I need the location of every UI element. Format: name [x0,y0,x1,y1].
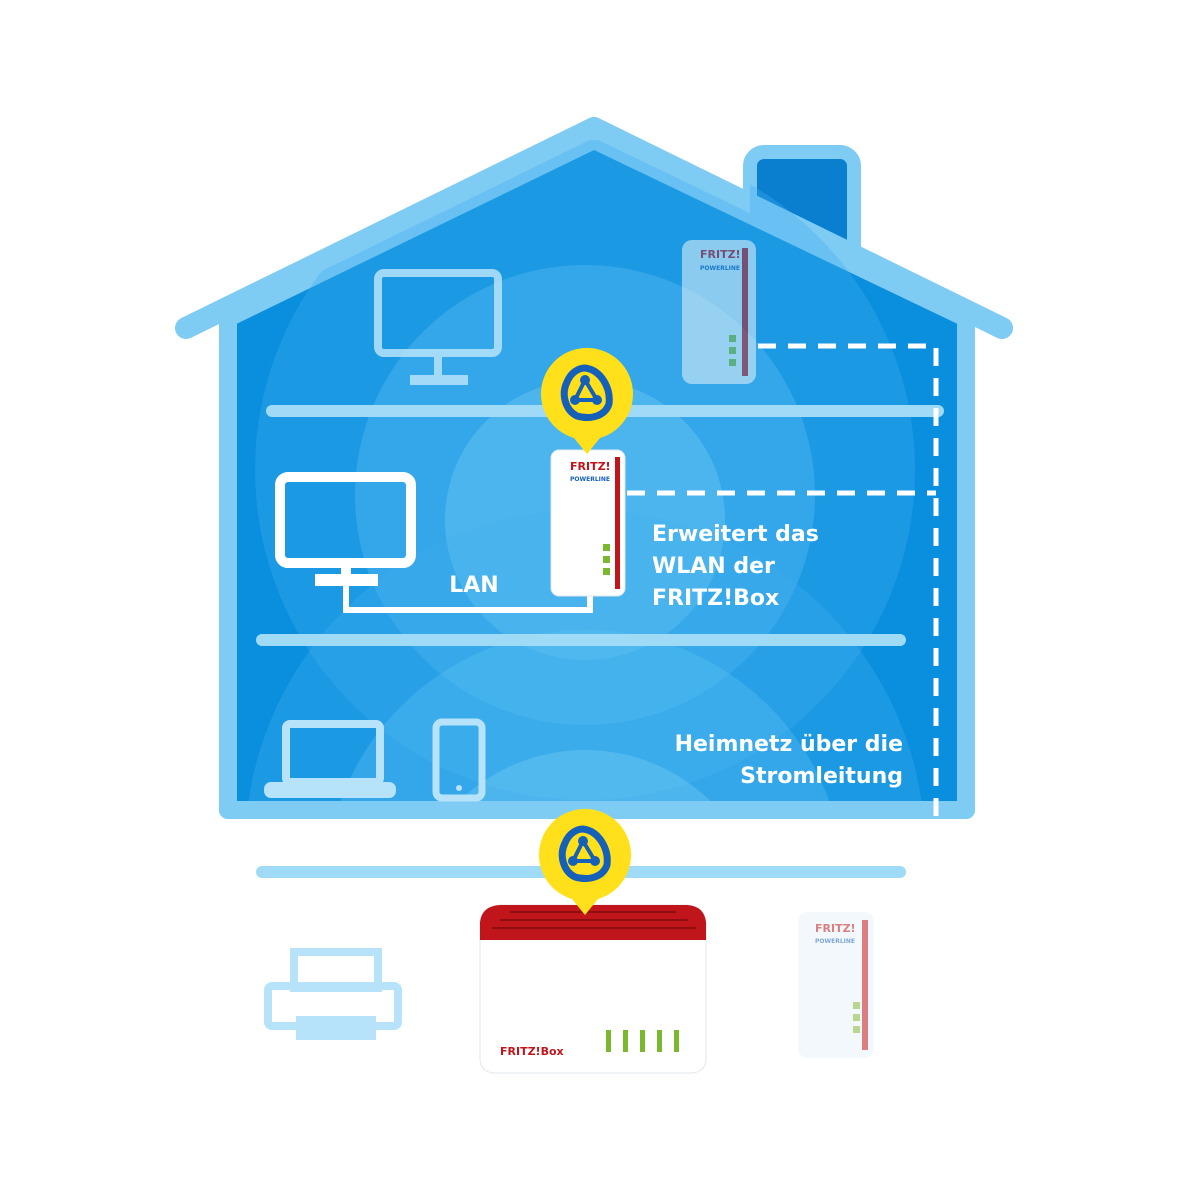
house-outline [219,318,975,819]
repeater-brand-bottom: POWERLINE [570,476,610,483]
powerline-caption-line-2: Stromleitung [740,764,903,789]
adapter-bottom-brand-bottom: POWERLINE [815,938,855,945]
dash-top [758,343,939,975]
powerline-brand-top: FRITZ! [700,248,741,261]
wave-lower-outer [245,510,925,812]
adapter-bottom-brand-top: FRITZ! [815,922,856,935]
powerline-repeater: FRITZ! POWERLINE [550,449,626,597]
tv-icon [275,472,416,586]
repeater-caption-line-1: Erweitert das [652,522,819,547]
wave-lower-mid [325,630,845,812]
fritzbox-router: FRITZ!Box [479,904,707,1074]
tablet-icon [432,718,486,802]
mesh-badge-icon-lower [538,808,631,915]
lan-label-upper: LAN [449,573,498,598]
repeater-brand-top: FRITZ! [570,460,611,473]
powerline-caption: Heimnetz über die Stromleitung [675,732,903,789]
powerline-caption-line-1: Heimnetz über die [675,732,903,757]
repeater-caption-line-3: FRITZ!Box [652,586,779,611]
printer-icon [264,948,402,1040]
laptop-icon [264,720,396,798]
lan-cable-upper [343,585,593,613]
lan-label-lower: LAN [727,979,776,1004]
powerline-brand-bottom: POWERLINE [700,265,740,272]
roof-eaves [175,117,1013,339]
fritzbox-brand: FRITZ!Box [500,1045,564,1058]
powerline-adapter-top: FRITZ! POWERLINE [682,240,756,384]
mesh-badge-icon [540,347,633,454]
repeater-caption: Erweitert das WLAN der FRITZ!Box [652,522,819,611]
repeater-caption-line-2: WLAN der [652,554,775,579]
powerline-dashed-path [627,343,939,975]
powerline-adapter-bottom: FRITZ! POWERLINE [798,912,874,1058]
monitor-icon [374,269,502,385]
